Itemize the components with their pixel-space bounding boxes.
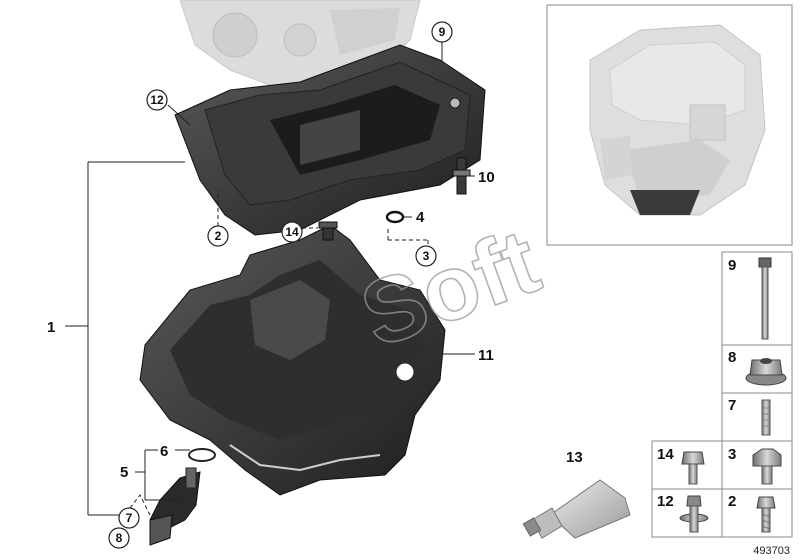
- callout-2-ring: [207, 225, 229, 247]
- callout-7-ring: [118, 507, 140, 529]
- callout-14: 14: [285, 225, 299, 239]
- sealant-tube: [522, 479, 631, 539]
- callout-1: 1: [47, 319, 55, 336]
- screw-14-in-place: [318, 221, 338, 241]
- stud-bolt-icon: [761, 399, 771, 436]
- parts-table: 9 8 7 14 3 12 2: [651, 251, 793, 538]
- callout-7: 7: [126, 511, 133, 525]
- oil-level-sensor: [149, 448, 216, 546]
- callout-5: 5: [120, 464, 128, 481]
- long-bolt-icon: [758, 257, 772, 340]
- hex-bolt-icon: [752, 448, 782, 485]
- callout-3-ring: [415, 245, 437, 267]
- callout-14-ring: [281, 221, 303, 243]
- callout-13: 13: [566, 449, 583, 466]
- table-label-2: 2: [728, 493, 736, 510]
- callout-11: 11: [478, 347, 494, 364]
- callout-8-ring: [108, 527, 130, 549]
- upper-oil-pan: [174, 44, 486, 236]
- callout-4: 4: [416, 209, 425, 226]
- watermark: Soft: [349, 210, 552, 367]
- callout-9: 9: [439, 25, 446, 39]
- table-label-9: 9: [728, 257, 736, 274]
- callout-2: 2: [215, 229, 222, 243]
- callout-6: 6: [160, 443, 168, 460]
- washer-screw-icon: [679, 495, 709, 533]
- collar-screw-icon: [681, 451, 705, 485]
- table-label-8: 8: [728, 349, 736, 366]
- table-label-12: 12: [657, 493, 674, 510]
- table-label-3: 3: [728, 446, 736, 463]
- engine-overview-inset: [546, 4, 793, 246]
- callout-3: 3: [423, 249, 430, 263]
- torx-screw-icon: [756, 496, 776, 533]
- image-id: 493703: [753, 545, 790, 557]
- callout-10: 10: [478, 169, 495, 186]
- lower-oil-pan: [139, 224, 446, 496]
- callout-8: 8: [116, 531, 123, 545]
- callout-12: 12: [150, 93, 164, 107]
- table-label-7: 7: [728, 397, 736, 414]
- callout-12-ring: [146, 89, 168, 111]
- seal-ring: [385, 210, 405, 224]
- table-label-14: 14: [657, 446, 674, 463]
- callout-9-ring: [431, 21, 453, 43]
- flange-nut-icon: [745, 358, 787, 386]
